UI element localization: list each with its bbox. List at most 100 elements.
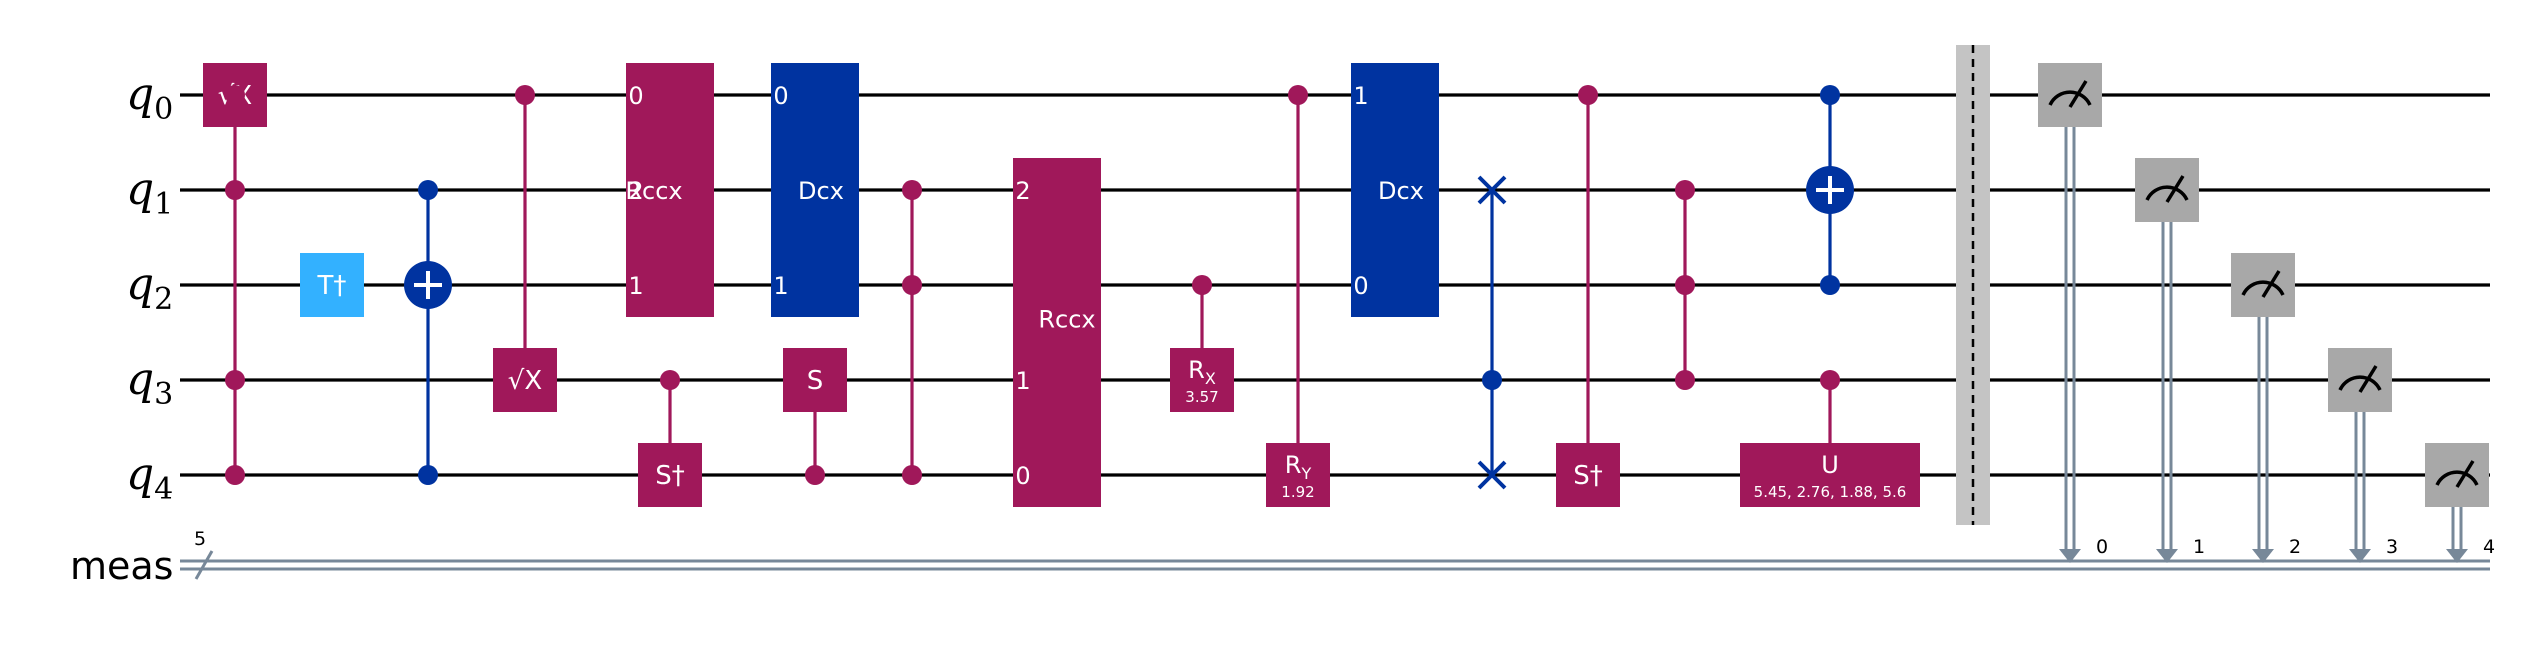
- measure-bit-label: 3: [2386, 536, 2398, 558]
- gate-cry-q0-q4[interactable]: RY1.92: [1266, 85, 1330, 507]
- gate-label: S: [807, 366, 824, 396]
- meter-needle-icon: [2068, 80, 2088, 108]
- control-dot: [1675, 370, 1695, 390]
- measure-q2[interactable]: 2: [2231, 253, 2301, 563]
- gate-pin-label: 2: [1015, 177, 1030, 205]
- gate-tdg-q2[interactable]: T†: [300, 253, 364, 317]
- gate-ccx-q0-q2-q1[interactable]: [1806, 85, 1854, 295]
- control-dot: [225, 180, 245, 200]
- qubit-label-q2: q2: [126, 259, 173, 317]
- meter-needle-icon: [2165, 175, 2185, 203]
- gate-box: [1740, 443, 1920, 507]
- gate-label: Dcx: [798, 177, 844, 205]
- register-size-label: 5: [194, 528, 206, 550]
- swap-cross: [1477, 460, 1507, 490]
- measure-bit-label: 4: [2483, 536, 2495, 558]
- gate-pin-label: 1: [1353, 82, 1368, 110]
- measure-arrow: [2252, 549, 2274, 563]
- control-dot: [418, 180, 438, 200]
- measure-arrow: [2156, 549, 2178, 563]
- meter-arc-icon: [2145, 185, 2189, 201]
- gate-box: [638, 443, 702, 507]
- gate-label-subscript: X: [1205, 369, 1216, 388]
- gate-label-main: R: [1188, 356, 1205, 384]
- measure-bit-label: 1: [2193, 536, 2205, 558]
- control-dot: [1482, 370, 1502, 390]
- gate-parameter: 3.57: [1185, 388, 1218, 406]
- gate-box: [771, 63, 859, 317]
- gate-ccz-q1-q2-q3[interactable]: [1675, 180, 1695, 390]
- measure-bit-label: 2: [2289, 536, 2301, 558]
- qubit-label-index: 4: [154, 472, 173, 507]
- control-dot: [1192, 275, 1212, 295]
- meter-arc-icon: [2338, 375, 2382, 391]
- gate-pin-label: 2: [628, 177, 643, 205]
- gate-label-main: S†: [655, 461, 685, 491]
- gate-box: [1013, 158, 1101, 507]
- gate-label-main: T†: [317, 271, 347, 301]
- qubit-label-index: 0: [154, 92, 173, 127]
- measure-q4[interactable]: 4: [2425, 443, 2495, 563]
- measure-q3[interactable]: 3: [2328, 348, 2398, 563]
- gate-pin-label: 1: [1015, 367, 1030, 395]
- gate-dcx-1[interactable]: 0 1 Dcx: [771, 63, 859, 317]
- control-dot: [902, 465, 922, 485]
- control-dot: [1820, 275, 1840, 295]
- gate-ccz-q1-q2-q4[interactable]: [902, 180, 922, 485]
- measure-box: [2425, 443, 2489, 507]
- qubit-label-q3: q3: [126, 354, 173, 412]
- control-dot: [225, 370, 245, 390]
- gate-box: [493, 348, 557, 412]
- gate-box: [300, 253, 364, 317]
- measure-q1[interactable]: 1: [2135, 158, 2205, 563]
- control-dot: [902, 275, 922, 295]
- measure-box: [2231, 253, 2295, 317]
- qubit-label-index: 1: [154, 187, 173, 222]
- gate-box: [1556, 443, 1620, 507]
- control-dot: [515, 85, 535, 105]
- gate-label-subscript: Y: [1300, 464, 1311, 483]
- measure-q0[interactable]: 0: [2038, 63, 2108, 563]
- gate-cu-q3-q4[interactable]: U5.45, 2.76, 1.88, 5.6: [1740, 370, 1920, 507]
- gate-label: √X: [508, 366, 542, 396]
- qubit-label-index: 2: [154, 282, 173, 317]
- gate-label-main: R: [1285, 451, 1302, 479]
- gate-cs-q4-q3[interactable]: S: [783, 348, 847, 485]
- control-dot: [805, 465, 825, 485]
- gate-cswap-q3-q1-q4[interactable]: [1477, 175, 1507, 490]
- gate-crx-q2-q3[interactable]: RX3.57: [1170, 275, 1234, 412]
- gate-label: Rccx: [625, 177, 682, 205]
- gate-csx-q0-q3[interactable]: √X: [493, 85, 557, 412]
- gate-cz-q0-q1-q3-q4[interactable]: [225, 85, 245, 485]
- gate-label: Dcx: [1378, 177, 1424, 205]
- qubit-label-q1: q1: [126, 164, 173, 222]
- control-dot: [902, 180, 922, 200]
- register-size-slash: [194, 550, 214, 580]
- gate-csdg-q3-q4[interactable]: S†: [638, 370, 702, 507]
- measure-bit-label: 0: [2096, 536, 2108, 558]
- classical-register-label: meas: [70, 544, 173, 588]
- meter-arc-icon: [2435, 470, 2479, 486]
- gate-cx-q1-q4-q2[interactable]: [404, 180, 452, 485]
- gate-label: Rccx: [1038, 306, 1095, 334]
- gate-pin-label: 0: [1353, 272, 1368, 300]
- measure-box: [2038, 63, 2102, 127]
- qubit-label-base: q: [126, 259, 154, 310]
- gate-pin-label: 1: [773, 272, 788, 300]
- gate-label: S†: [1573, 461, 1603, 491]
- control-dot: [225, 465, 245, 485]
- control-dot: [1288, 85, 1308, 105]
- gate-box: [626, 63, 714, 317]
- control-dot: [1578, 85, 1598, 105]
- gate-csdg-q0-q4[interactable]: S†: [1556, 85, 1620, 507]
- gate-pin-label: 0: [773, 82, 788, 110]
- qubit-label-base: q: [126, 69, 154, 120]
- gate-label: RY: [1285, 451, 1312, 483]
- measure-arrow: [2059, 549, 2081, 563]
- gate-dcx-2[interactable]: 1 0 Dcx: [1351, 63, 1439, 317]
- swap-cross: [1477, 175, 1507, 205]
